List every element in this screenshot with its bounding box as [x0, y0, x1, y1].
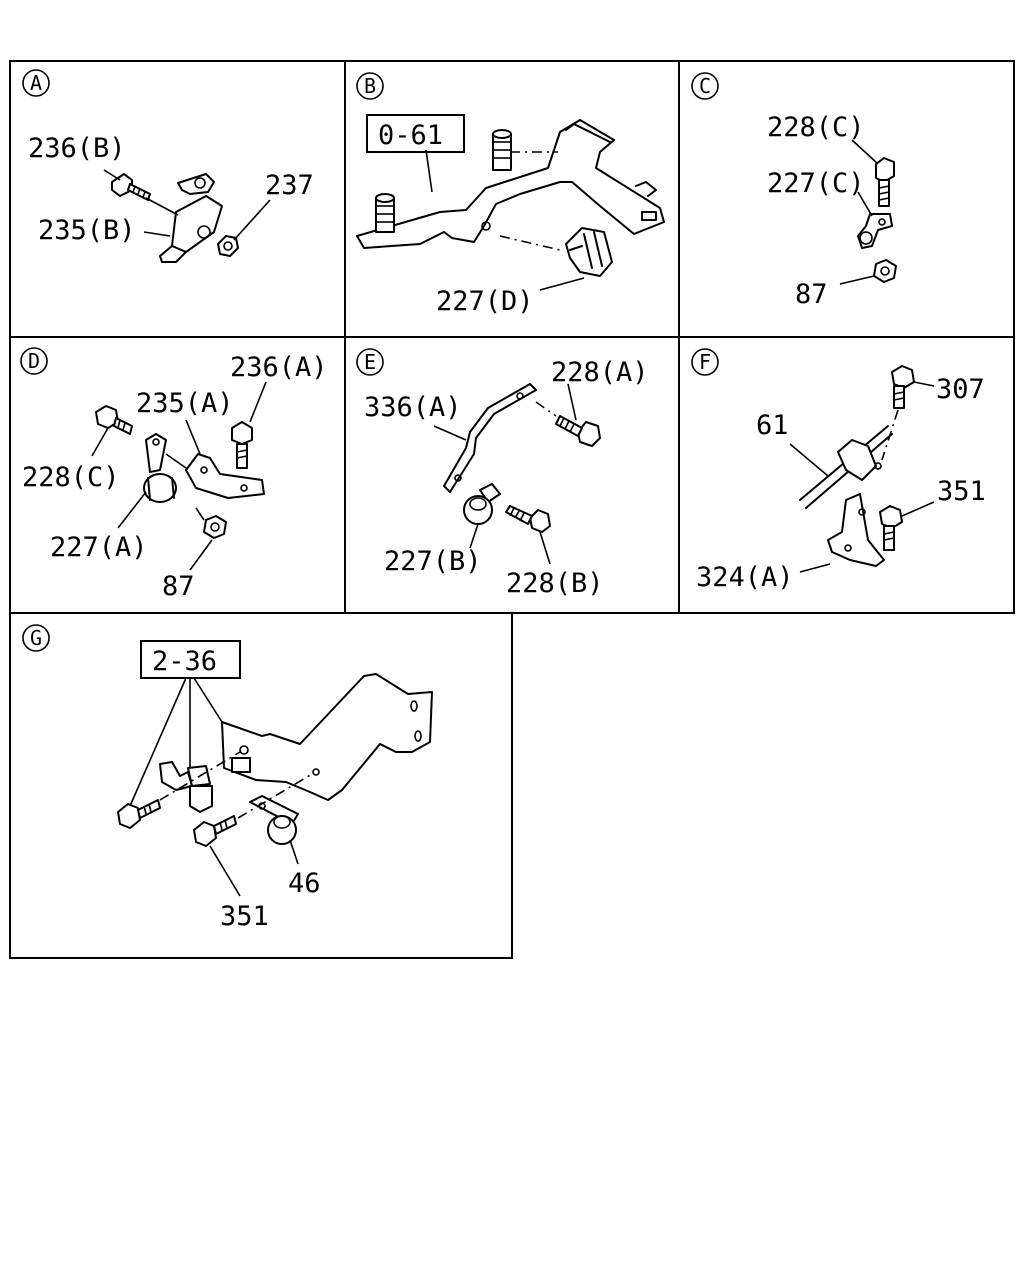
- panel-f: F 307 61 351 324(A): [678, 336, 1015, 614]
- callout-227b: 227(B): [384, 546, 482, 577]
- bracket-g: [221, 673, 433, 801]
- panel-d-letter: D: [28, 349, 40, 373]
- ref-label-b: 0-61: [378, 120, 443, 151]
- callout-227c: 227(C): [767, 168, 865, 199]
- callout-235a: 235(A): [136, 388, 234, 419]
- callout-307: 307: [936, 374, 985, 405]
- bolt-236b: [111, 173, 151, 201]
- bracket-336a: [443, 383, 537, 493]
- callout-227d: 227(D): [436, 286, 534, 317]
- callout-228a: 228(A): [551, 357, 649, 388]
- bracket-235a: [185, 453, 265, 499]
- callout-324a: 324(A): [696, 562, 794, 593]
- callout-351-f: 351: [937, 476, 986, 507]
- callout-87c: 87: [795, 279, 828, 310]
- nut-87c: [873, 259, 897, 283]
- bolt-228b: [505, 505, 551, 533]
- callout-236b: 236(B): [28, 133, 126, 164]
- bolt-307: [891, 365, 915, 409]
- callout-227a: 227(A): [50, 532, 148, 563]
- panel-g-letter: G: [30, 626, 42, 650]
- bolt-351-g: [193, 815, 237, 847]
- callout-61: 61: [756, 410, 789, 441]
- callout-351-g: 351: [220, 901, 269, 932]
- callout-228c-d: 228(C): [22, 462, 120, 493]
- callout-237: 237: [265, 170, 314, 201]
- pipe-61: [799, 425, 893, 509]
- clamp-46: [249, 795, 299, 845]
- clamp-227a: [143, 433, 177, 503]
- callout-235b: 235(B): [38, 215, 136, 246]
- nut-87d: [203, 515, 227, 539]
- bolt-228a: [555, 415, 601, 447]
- ref-label-g: 2-36: [152, 646, 217, 677]
- panel-a-letter: A: [30, 71, 42, 95]
- bracket-235b: [159, 173, 223, 263]
- callout-236a: 236(A): [230, 352, 328, 383]
- panel-c-letter: C: [699, 74, 711, 98]
- ref-box-b: [366, 114, 465, 153]
- callout-336a: 336(A): [364, 392, 462, 423]
- panel-b-letter: B: [364, 74, 376, 98]
- callout-228c: 228(C): [767, 112, 865, 143]
- panel-f-letter: F: [699, 350, 711, 374]
- bracket-324a: [827, 493, 885, 567]
- bolt-228c-d: [95, 405, 133, 435]
- panel-e-letter: E: [364, 350, 376, 374]
- panel-b: B 0-61 227(D): [344, 60, 680, 338]
- panel-g: G 2-36: [9, 612, 513, 959]
- callout-87d: 87: [162, 571, 195, 602]
- panel-d: D 23: [9, 336, 346, 614]
- callout-46: 46: [288, 868, 321, 899]
- callout-228b: 228(B): [506, 568, 604, 599]
- nut-237: [217, 235, 239, 257]
- panel-a: A 236(B) 235(B) 237: [9, 60, 346, 338]
- bolt-351-f: [879, 505, 903, 551]
- bolt-236a: [231, 421, 253, 469]
- clip-227d: [565, 227, 613, 277]
- bolt-g-left: [117, 799, 161, 829]
- panel-c: C 228(C) 227(C) 87: [678, 60, 1015, 338]
- clamp-g-upper: [159, 761, 213, 813]
- bracket-frame: [356, 119, 665, 249]
- clamp-227b: [463, 483, 501, 525]
- panel-e: E 336(A) 228(A) 227(B) 228(B): [344, 336, 680, 614]
- bolt-228c: [875, 157, 895, 207]
- clamp-227c: [857, 213, 893, 249]
